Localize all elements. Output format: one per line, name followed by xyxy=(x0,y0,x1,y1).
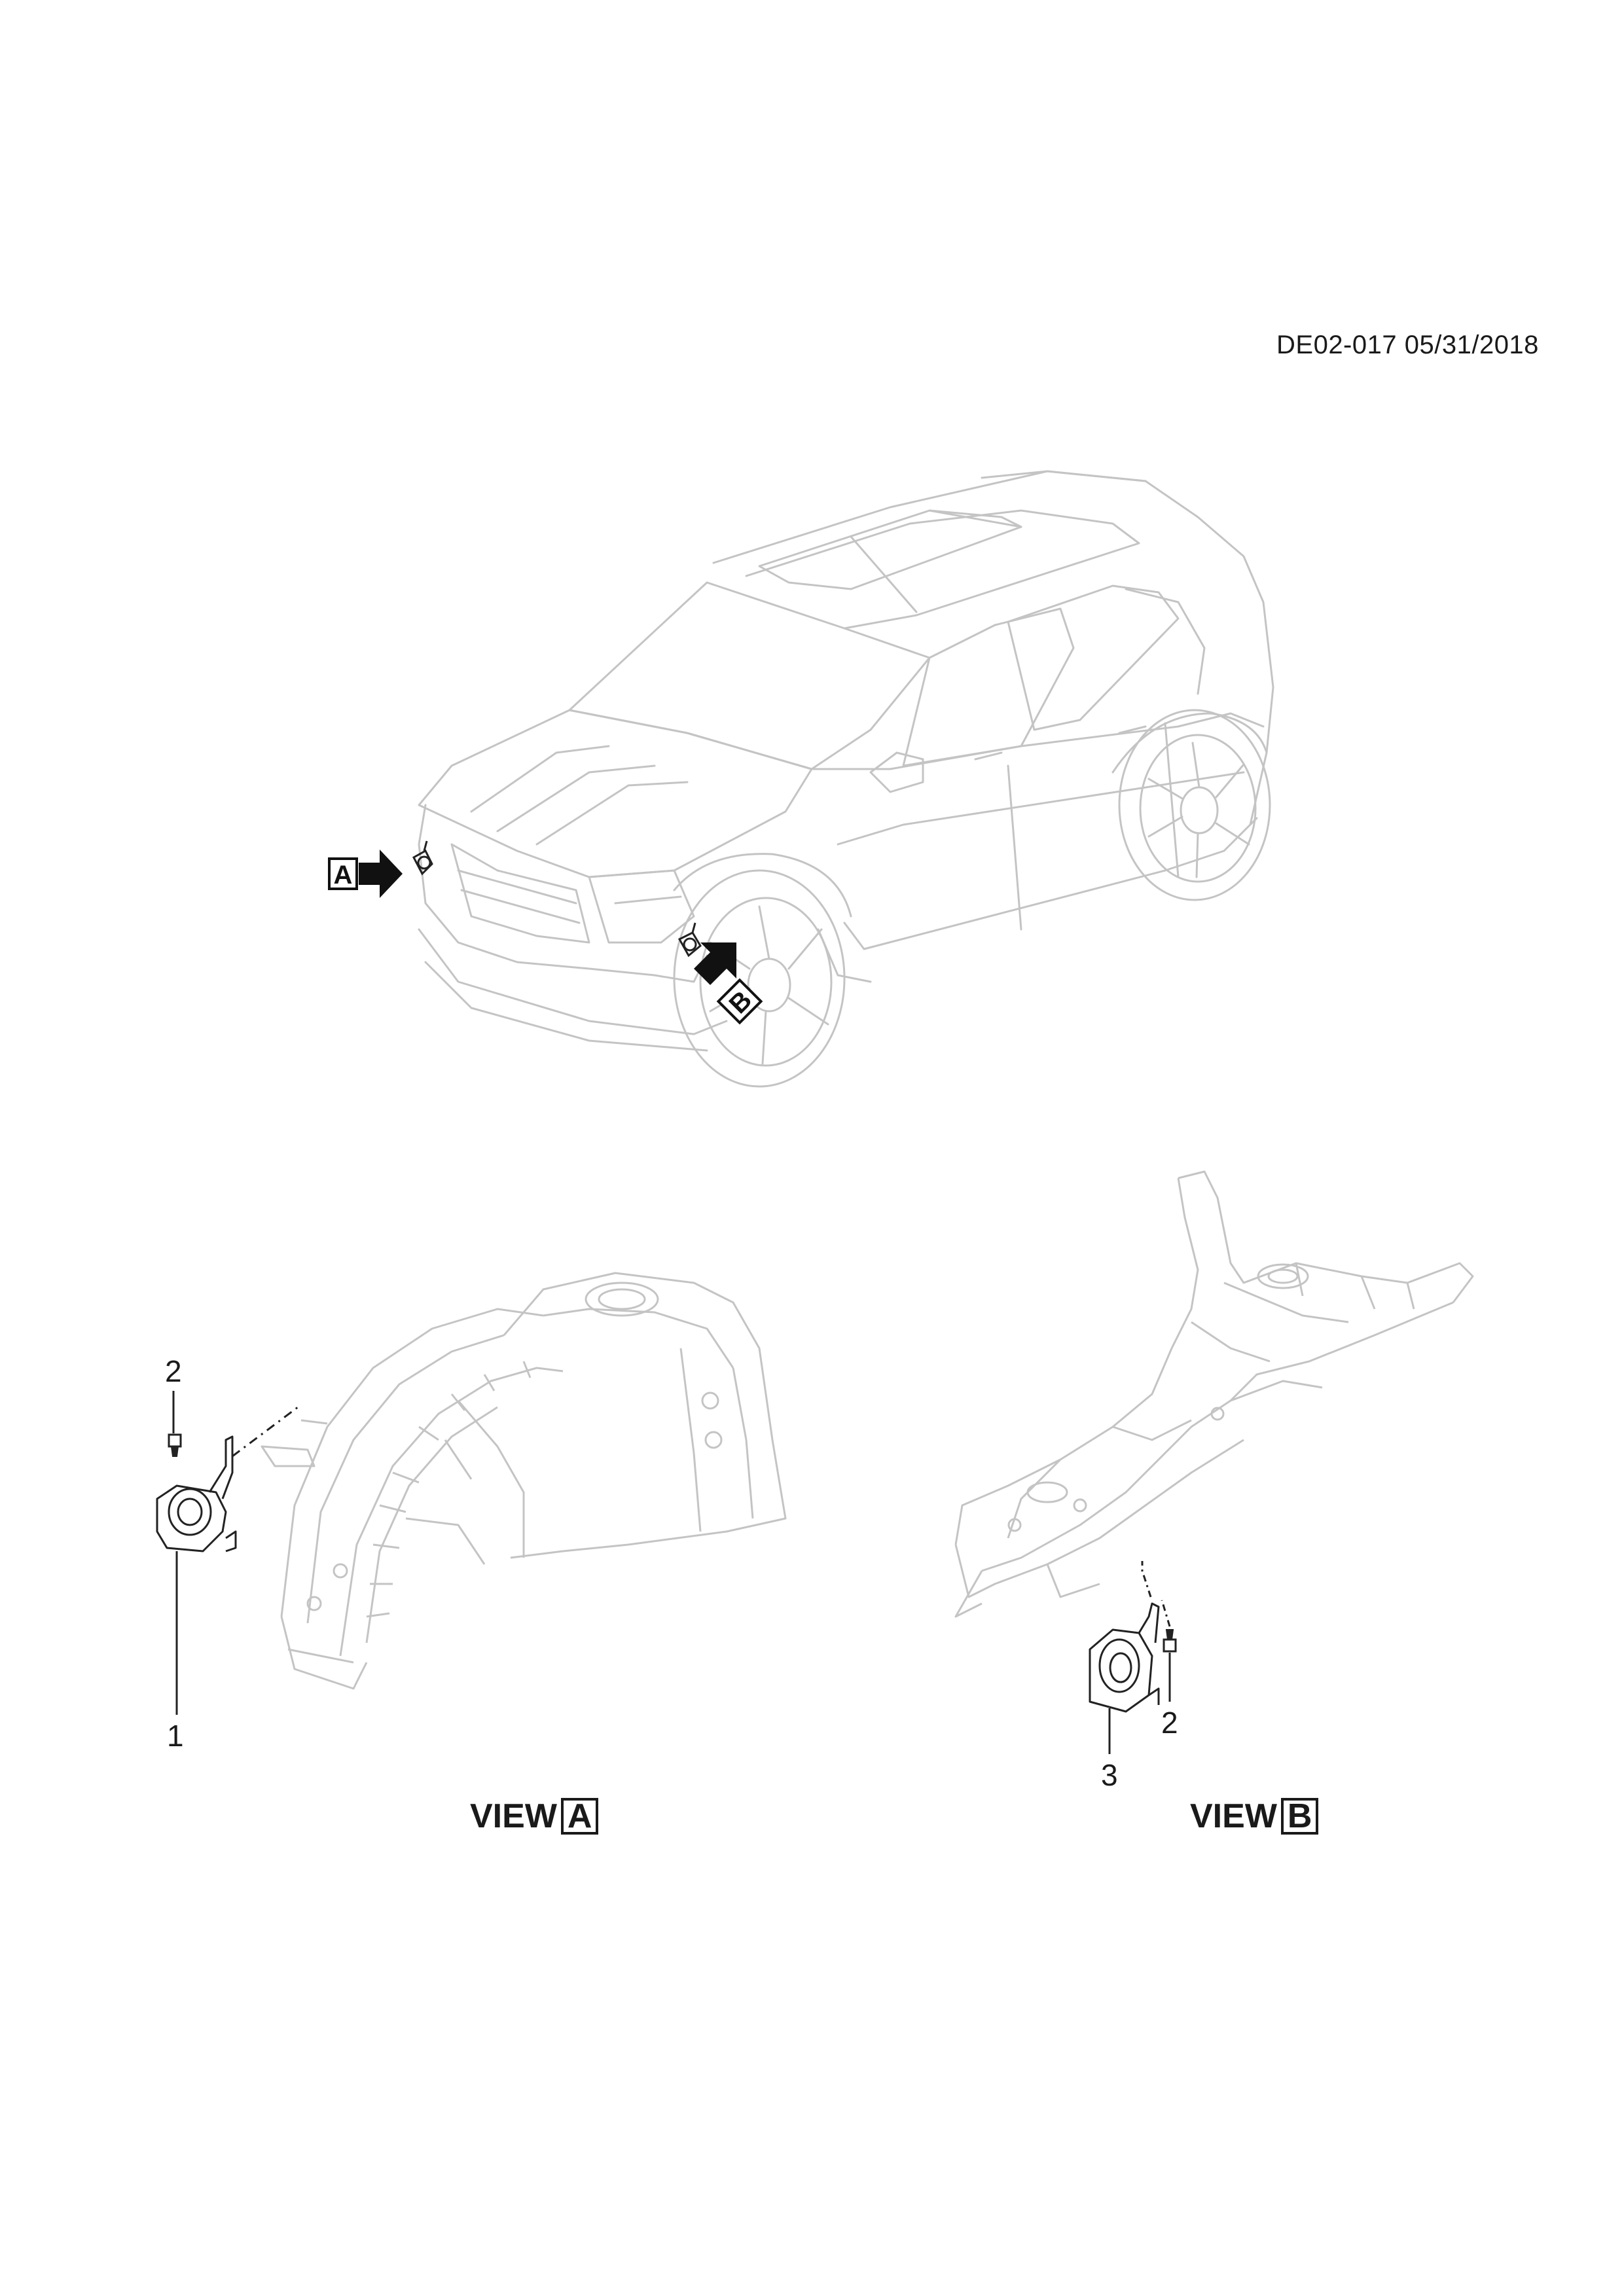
install-line-view-a xyxy=(232,1406,298,1458)
arrow-marker-a: A xyxy=(328,850,403,898)
horn-icon-view-a xyxy=(156,1435,237,1552)
callout-3: 3 xyxy=(1101,1758,1118,1792)
install-line-view-b xyxy=(1141,1561,1152,1598)
drawing-reference: DE02-017 05/31/2018 xyxy=(1276,331,1539,359)
view-b-letter: B xyxy=(1280,1798,1319,1835)
view-b-word: VIEW xyxy=(1190,1797,1277,1835)
view-a-word: VIEW xyxy=(470,1797,557,1835)
install-line-view-b-bolt xyxy=(1161,1600,1171,1627)
wheelhouse-panel-view-b xyxy=(954,1170,1474,1618)
callout-2-view-b: 2 xyxy=(1161,1706,1178,1740)
horn-icon-view-b xyxy=(1089,1602,1160,1713)
arrow-marker-b: B xyxy=(694,942,763,1025)
marker-a-letter: A xyxy=(334,861,353,889)
horn-icon xyxy=(412,840,433,876)
vehicle-outline xyxy=(418,470,1274,1088)
horn-icon xyxy=(677,922,702,958)
callout-2-view-a: 2 xyxy=(165,1354,182,1388)
bolt-icon-view-b xyxy=(1163,1629,1177,1653)
callout-1: 1 xyxy=(167,1719,184,1753)
bolt-icon-view-a xyxy=(168,1433,182,1457)
view-a-letter: A xyxy=(560,1798,599,1835)
view-a-caption: VIEW A xyxy=(470,1797,599,1836)
view-b-caption: VIEW B xyxy=(1190,1797,1319,1836)
wheelhouse-panel-view-a xyxy=(261,1272,787,1690)
